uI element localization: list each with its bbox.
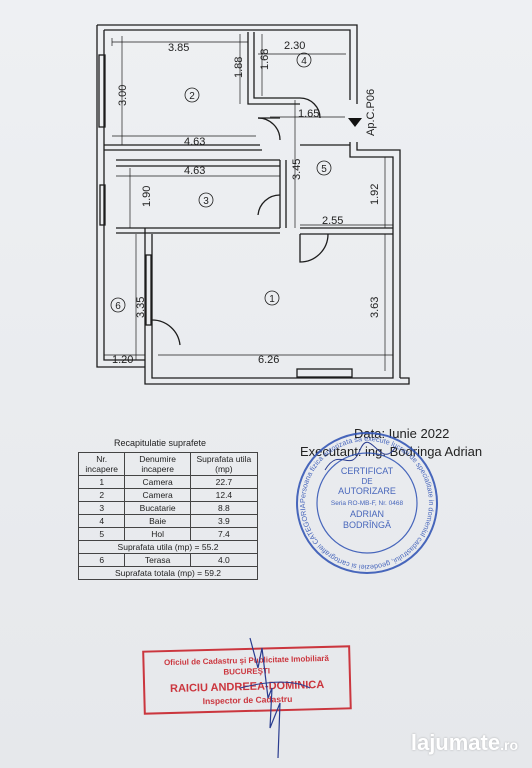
header-suprafata: Suprafata utila (mp) (189, 452, 259, 476)
room-4-number: 4 (301, 56, 307, 67)
utila-total: Suprafata utila (mp) = 55.2 (78, 540, 258, 554)
recap-table: Nr. incapere Denumire incapere Suprafata… (77, 452, 259, 580)
floor-plan: 3.85 2.30 1.88 1.68 3.00 4.63 1.65 4.63 … (96, 24, 410, 385)
stamp-line-5: ADRIAN (350, 509, 384, 519)
dim-2-55: 2.55 (322, 215, 343, 227)
red-stamp-line-2: BUCUREŞTI (223, 666, 270, 676)
dim-4-63-mid: 4.63 (184, 165, 205, 177)
executant-label: Executant: ing. Bodringa Adrian (300, 444, 483, 459)
dim-1-88: 1.88 (233, 57, 245, 78)
table-row: Suprafata totala (mp) = 59.2 (78, 566, 258, 580)
cell-nr: 2 (77, 488, 126, 502)
cell-name: Baie (124, 514, 191, 528)
stamp-line-1: CERTIFICAT (341, 466, 394, 476)
signature (239, 637, 311, 759)
cell-name: Camera (124, 475, 191, 489)
cell-name: Camera (124, 488, 191, 502)
red-stamp-line-4: Inspector de Cadastru (203, 694, 293, 706)
dim-1-20: 1.20 (112, 354, 133, 366)
stamp-line-2: DE (361, 477, 372, 486)
stamp-line-4: Seria RO-MB-F, Nr. 0468 (331, 500, 404, 507)
table-header-row: Nr. incapere Denumire incapere Suprafata… (77, 452, 259, 476)
cell-name: Hol (124, 527, 191, 541)
apartment-label: Ap.C.P06 (365, 89, 377, 136)
dim-6-26: 6.26 (258, 354, 279, 366)
cell-area: 22.7 (189, 475, 259, 489)
recap-title: Recapitulatie suprafete (114, 438, 207, 448)
dim-3-45: 3.45 (291, 159, 303, 180)
watermark-logo: lajumate.ro (410, 730, 518, 755)
cell-area: 12.4 (189, 488, 259, 502)
dim-1-68: 1.68 (259, 49, 271, 70)
cell-area: 3.9 (189, 514, 259, 528)
cell-area: 7.4 (189, 527, 259, 541)
room-6-number: 6 (115, 301, 121, 312)
signature-executant (324, 441, 396, 471)
date-label: Data: Iunie 2022 (354, 426, 450, 441)
cell-nr: 4 (77, 514, 126, 528)
cell-nr: 3 (77, 501, 126, 515)
dim-1-65: 1.65 (298, 108, 319, 120)
cell-nr: 1 (77, 475, 126, 489)
room-3-number: 3 (203, 196, 209, 207)
red-stamp-line-3: RAICIU ANDREEA-DOMINICA (170, 679, 325, 695)
stamp-line-3: AUTORIZARE (338, 486, 396, 496)
room-1-number: 1 (269, 294, 275, 305)
entrance-arrow-icon (348, 118, 362, 127)
cell-name: Terasa (124, 553, 191, 567)
cell-area: 4.0 (189, 553, 259, 567)
stamp-line-6: BODRÎNGĂ (343, 520, 391, 530)
dim-4-63-top: 4.63 (184, 136, 205, 148)
dim-1-92: 1.92 (369, 184, 381, 205)
room-5-number: 5 (321, 164, 327, 175)
dim-2-30: 2.30 (284, 40, 305, 52)
dim-3-63: 3.63 (369, 297, 381, 318)
dim-1-90: 1.90 (141, 186, 153, 207)
table-row: Suprafata utila (mp) = 55.2 (78, 540, 258, 554)
dim-3-00: 3.00 (117, 85, 129, 106)
header-denumire: Denumire incapere (124, 452, 191, 476)
cell-nr: 5 (77, 527, 126, 541)
dim-3-35: 3.35 (135, 297, 147, 318)
header-nr: Nr. incapere (77, 452, 126, 476)
authorization-stamp: Persoana fizica autorizata sa execute lu… (292, 428, 438, 574)
dim-3-85: 3.85 (168, 42, 189, 54)
red-stamp-line-1: Oficiul de Cadastru şi Publicitate Imobi… (164, 654, 330, 667)
cell-area: 8.8 (189, 501, 259, 515)
cadastre-stamp: Oficiul de Cadastru şi Publicitate Imobi… (142, 645, 352, 715)
totala-total: Suprafata totala (mp) = 59.2 (78, 566, 258, 580)
room-2-number: 2 (189, 91, 195, 102)
cell-name: Bucatarie (124, 501, 191, 515)
cell-nr: 6 (77, 553, 126, 567)
